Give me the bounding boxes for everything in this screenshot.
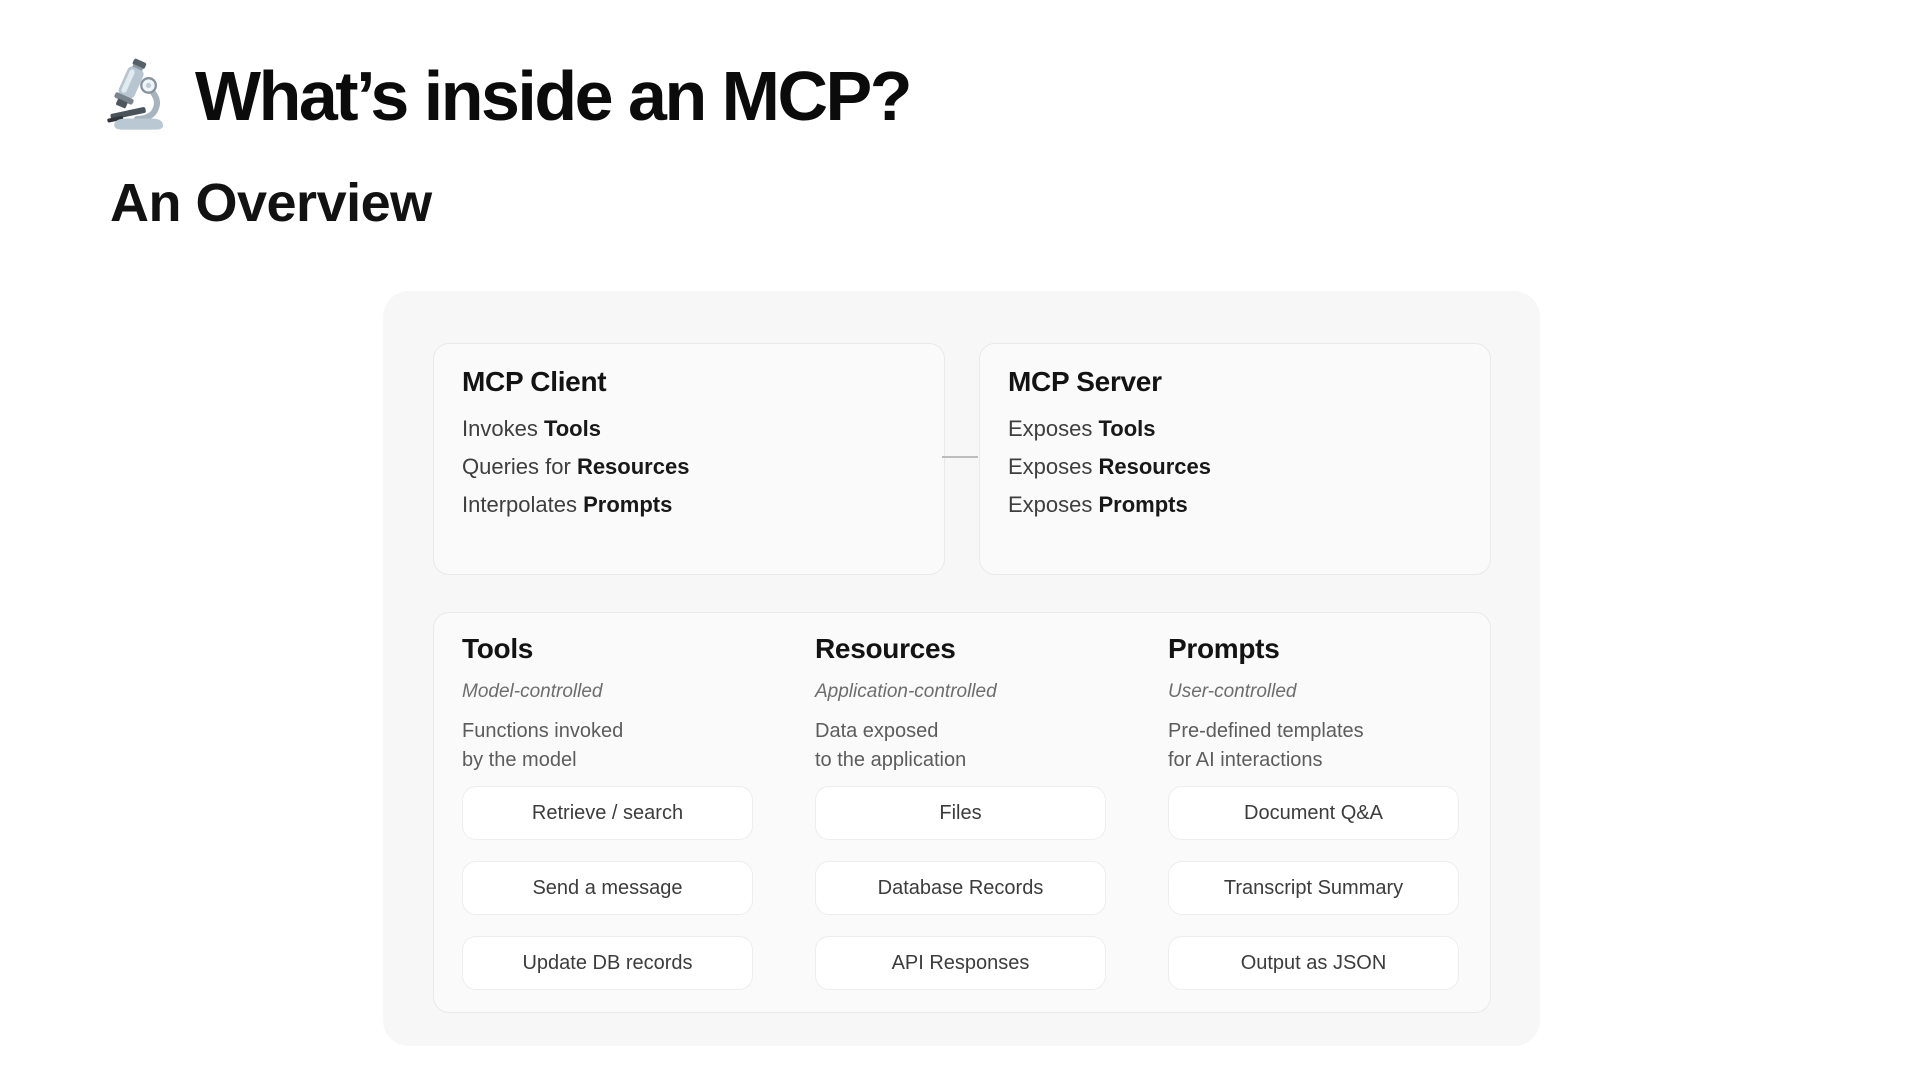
client-item-text: Interpolates — [462, 492, 584, 517]
prompts-description-line2: for AI interactions — [1168, 749, 1323, 771]
mcp-client-title: MCP Client — [462, 366, 607, 397]
server-item: Exposes Tools — [1008, 410, 1462, 448]
mcp-server-card: MCP Server Exposes Tools Exposes Resourc… — [979, 343, 1491, 575]
resources-description: Data exposed to the application — [815, 717, 1106, 775]
server-item: Exposes Prompts — [1008, 486, 1462, 524]
chip-transcript-summary: Transcript Summary — [1168, 861, 1459, 915]
resources-chip-list: Files Database Records API Responses — [815, 786, 1106, 990]
prompts-description: Pre-defined templates for AI interactions — [1168, 717, 1459, 775]
resources-description-line2: to the application — [815, 749, 967, 771]
client-item: Invokes Tools — [462, 410, 916, 448]
client-item-text: Invokes — [462, 416, 544, 441]
client-item-bold: Resources — [576, 454, 690, 479]
resources-description-line1: Data exposed — [815, 720, 939, 742]
capabilities-card: Tools Model-controlled Functions invoked… — [433, 612, 1491, 1013]
mcp-client-card: MCP Client Invokes Tools Queries for Res… — [433, 343, 945, 575]
tools-control-label: Model-controlled — [462, 681, 603, 702]
server-item-bold: Prompts — [1098, 492, 1188, 517]
tools-column: Tools Model-controlled Functions invoked… — [462, 633, 753, 992]
tools-chip-list: Retrieve / search Send a message Update … — [462, 786, 753, 990]
chip-send-message: Send a message — [462, 861, 753, 915]
server-item-text: Exposes — [1008, 454, 1099, 479]
tools-description-line2: by the model — [462, 749, 577, 771]
title-row: What’s inside an MCP? — [105, 56, 912, 137]
client-item-text: Queries for — [462, 454, 577, 479]
page-title: What’s inside an MCP? — [195, 57, 912, 135]
chip-api-responses: API Responses — [815, 936, 1106, 990]
page-subtitle: An Overview — [110, 173, 432, 233]
client-item: Queries for Resources — [462, 448, 916, 486]
tools-column-title: Tools — [462, 633, 534, 664]
resources-control-label: Application-controlled — [815, 681, 997, 702]
resources-column: Resources Application-controlled Data ex… — [815, 633, 1106, 992]
server-item-bold: Tools — [1098, 416, 1156, 441]
client-server-connector-line — [942, 456, 978, 458]
chip-document-qa: Document Q&A — [1168, 786, 1459, 840]
prompts-chip-list: Document Q&A Transcript Summary Output a… — [1168, 786, 1459, 990]
server-item-text: Exposes — [1008, 492, 1099, 517]
client-item: Interpolates Prompts — [462, 486, 916, 524]
prompts-column: Prompts User-controlled Pre-defined temp… — [1168, 633, 1459, 992]
server-item: Exposes Resources — [1008, 448, 1462, 486]
tools-description: Functions invoked by the model — [462, 717, 753, 775]
microscope-icon — [105, 58, 171, 134]
tools-description-line1: Functions invoked — [462, 720, 624, 742]
chip-update-db-records: Update DB records — [462, 936, 753, 990]
prompts-description-line1: Pre-defined templates — [1168, 720, 1364, 742]
client-item-bold: Prompts — [583, 492, 673, 517]
server-item-text: Exposes — [1008, 416, 1099, 441]
prompts-control-label: User-controlled — [1168, 681, 1297, 702]
mcp-server-title: MCP Server — [1008, 366, 1162, 397]
diagram-panel: MCP Client Invokes Tools Queries for Res… — [383, 291, 1540, 1046]
server-item-bold: Resources — [1098, 454, 1212, 479]
chip-output-as-json: Output as JSON — [1168, 936, 1459, 990]
client-item-bold: Tools — [543, 416, 601, 441]
resources-column-title: Resources — [815, 633, 956, 664]
client-server-row: MCP Client Invokes Tools Queries for Res… — [433, 343, 1491, 575]
prompts-column-title: Prompts — [1168, 633, 1280, 664]
chip-database-records: Database Records — [815, 861, 1106, 915]
chip-files: Files — [815, 786, 1106, 840]
chip-retrieve-search: Retrieve / search — [462, 786, 753, 840]
